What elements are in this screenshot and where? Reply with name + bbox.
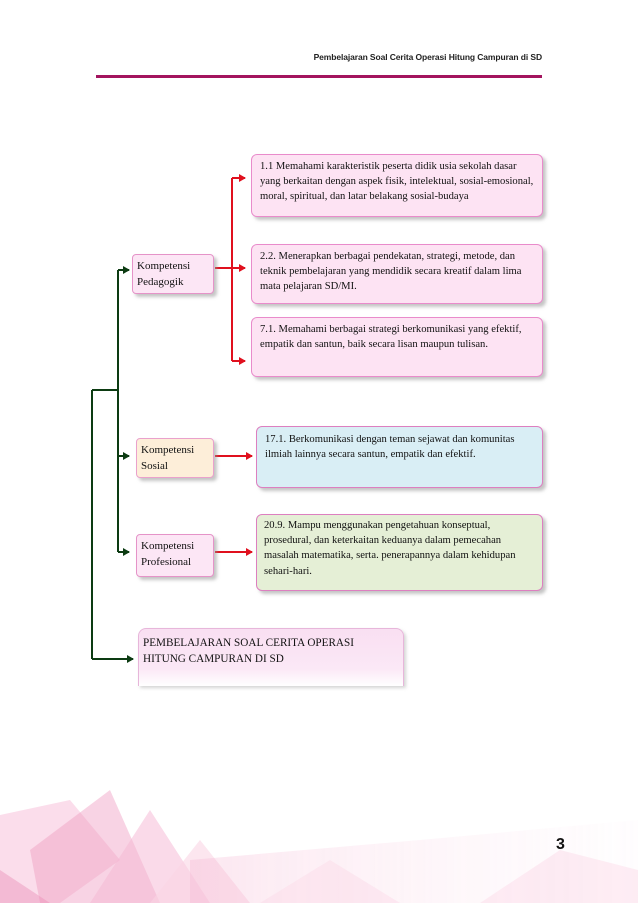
indicator-1-1: 1.1 Memahami karakteristik peserta didik… (251, 154, 543, 217)
indicator-2-2: 2.2. Menerapkan berbagai pendekatan, str… (251, 244, 543, 304)
kompetensi-pedagogik-box: Kompetensi Pedagogik (132, 254, 214, 294)
kompetensi-sosial-box: Kompetensi Sosial (136, 438, 214, 478)
indicator-20-9: 20.9. Mampu menggunakan pengetahuan kons… (256, 514, 543, 591)
header-rule (96, 75, 542, 78)
indicator-7-1: 7.1. Memahami berbagai strategi berkomun… (251, 317, 543, 377)
running-header: Pembelajaran Soal Cerita Operasi Hitung … (313, 52, 543, 62)
page-number: 3 (556, 836, 565, 853)
footer-decoration (0, 790, 638, 903)
topic-tree-connectors (91, 266, 134, 663)
topic-title-box: PEMBELAJARAN SOAL CERITA OPERASI HITUNG … (138, 628, 404, 686)
pedagogik-connectors (215, 174, 246, 365)
indicator-17-1: 17.1. Berkomunikasi dengan teman sejawat… (256, 426, 543, 488)
kompetensi-profesional-box: Kompetensi Profesional (136, 534, 214, 577)
